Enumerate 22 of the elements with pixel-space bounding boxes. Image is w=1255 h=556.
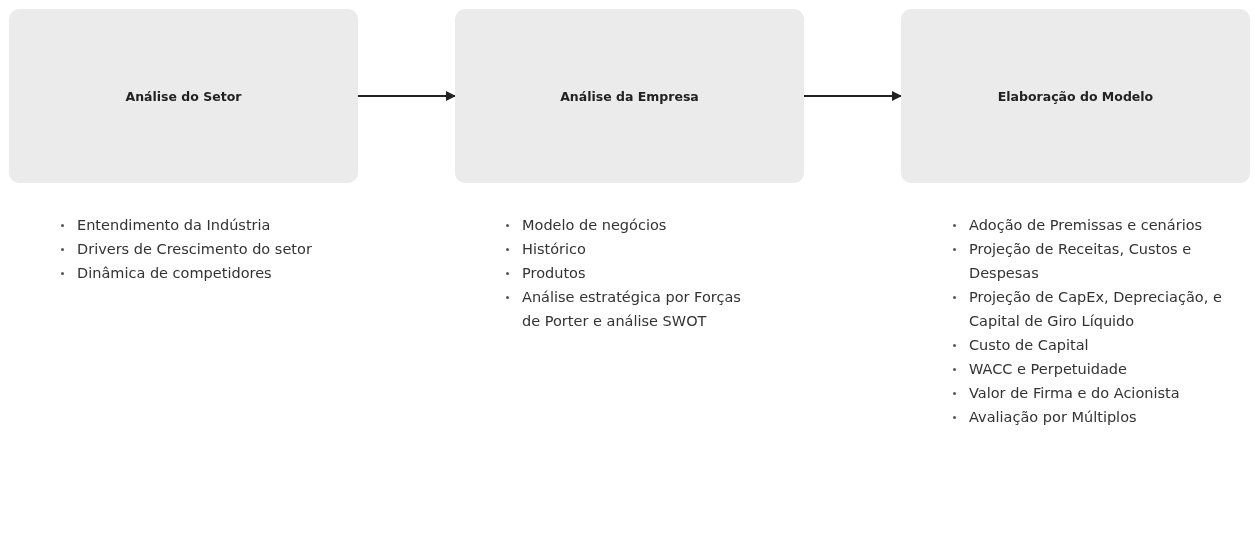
bullet-item: Histórico [500, 237, 760, 261]
process-box [9, 9, 358, 183]
bullet-item: Custo de Capital [947, 333, 1222, 357]
bullet-item: Drivers de Crescimento do setor [55, 237, 325, 261]
bullet-item: WACC e Perpetuidade [947, 357, 1222, 381]
arrow [357, 91, 456, 101]
process-box [455, 9, 804, 183]
box-title: Elaboração do Modelo [997, 88, 1154, 104]
arrow [803, 91, 902, 101]
bullet-item: Valor de Firma e do Acionista [947, 381, 1222, 405]
bullet-item: Adoção de Premissas e cenários [947, 213, 1222, 237]
bullet-item: Produtos [500, 261, 760, 285]
box-title: Análise da Empresa [560, 88, 699, 104]
bullet-item: Projeção de CapEx, Depreciação, e Capital de Giro Líquido [947, 285, 1222, 333]
bullet-item: Avaliação por Múltiplos [947, 405, 1222, 429]
bullet-item: Dinâmica de competidores [55, 261, 325, 285]
box-title: Análise do Setor [125, 88, 242, 104]
bullet-item: Análise estratégica por Forças de Porter e análise SWOT [500, 285, 760, 333]
process-box [901, 9, 1250, 183]
bullet-item: Modelo de negócios [500, 213, 760, 237]
bullet-item: Entendimento da Indústria [55, 213, 325, 237]
bullet-item: Projeção de Receitas, Custos e Despesas [947, 237, 1222, 285]
